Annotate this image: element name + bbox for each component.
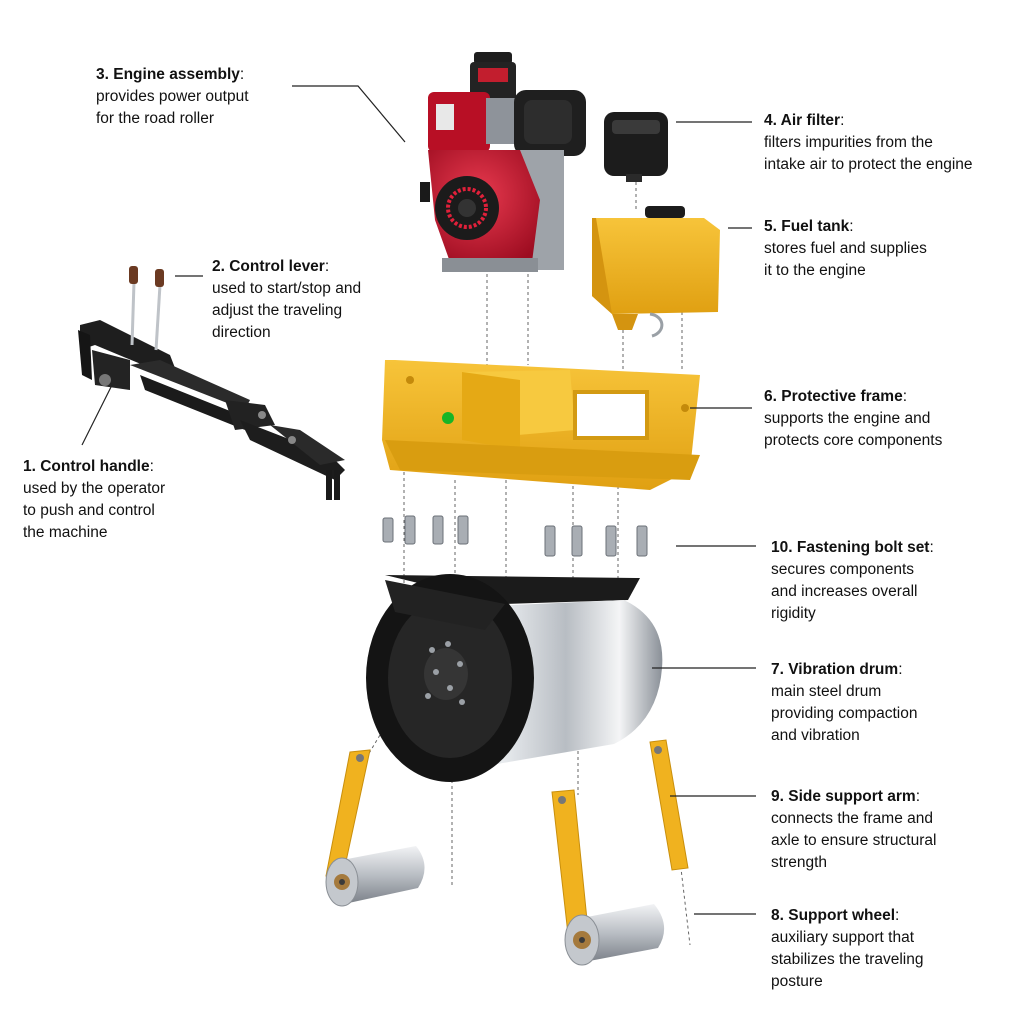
callout-desc-line: stores fuel and supplies (764, 240, 927, 257)
callout-title: 7. Vibration drum (771, 661, 899, 678)
callout-desc-line: and vibration (771, 727, 860, 744)
callout-support-wheel: 8. Support wheel: auxiliary support that… (771, 905, 924, 993)
callout-desc-line: strength (771, 854, 828, 871)
callout-desc-line: direction (212, 324, 271, 341)
callout-desc-line: provides power output (96, 88, 249, 105)
vibration-drum-part (366, 574, 663, 782)
callout-side-support-arm: 9. Side support arm: connects the frame … (771, 786, 936, 874)
callout-desc-line: to push and control (23, 502, 155, 519)
callout-desc-line: main steel drum (771, 683, 882, 700)
callout-desc-line: secures components (771, 561, 915, 578)
callout-desc-line: used to start/stop and (212, 280, 362, 297)
callout-control-lever: 2. Control lever: used to start/stop and… (212, 256, 361, 344)
callout-desc-line: protects core components (764, 432, 943, 449)
callout-desc-line: the machine (23, 524, 108, 541)
callout-title: 6. Protective frame (764, 388, 903, 405)
callout-desc-line: axle to ensure structural (771, 832, 937, 849)
callout-vibration-drum: 7. Vibration drum: main steel drum provi… (771, 659, 917, 747)
callout-title: 10. Fastening bolt set (771, 539, 930, 556)
callout-air-filter: 4. Air filter: filters impurities from t… (764, 110, 973, 176)
callout-control-handle: 1. Control handle: used by the operator … (23, 456, 165, 544)
callout-desc-line: used by the operator (23, 480, 166, 497)
callout-desc-line: for the road roller (96, 110, 215, 127)
callout-title: 4. Air filter (764, 112, 841, 129)
callout-desc-line: rigidity (771, 605, 816, 622)
callout-title: 8. Support wheel (771, 907, 896, 924)
callout-title: 3. Engine assembly (96, 66, 240, 83)
support-wheel-part (325, 846, 665, 966)
callout-desc-line: it to the engine (764, 262, 866, 279)
callout-desc-line: auxiliary support that (771, 929, 915, 946)
callout-fastening-bolt-set: 10. Fastening bolt set: secures componen… (771, 537, 934, 625)
callout-protective-frame: 6. Protective frame: supports the engine… (764, 386, 942, 452)
callout-desc-line: intake air to protect the engine (764, 156, 973, 173)
callout-title: 1. Control handle (23, 458, 150, 475)
callout-desc-line: stabilizes the traveling (771, 951, 924, 968)
engine-part (420, 52, 586, 272)
air-filter-part (604, 112, 668, 182)
callout-engine-assembly: 3. Engine assembly: provides power outpu… (96, 64, 249, 130)
protective-frame-part (382, 360, 700, 490)
control-handle-part (78, 320, 345, 500)
callout-fuel-tank: 5. Fuel tank: stores fuel and supplies i… (764, 216, 927, 282)
callout-desc-line: providing compaction (771, 705, 918, 722)
leader-lines (81, 85, 756, 915)
callout-desc-line: and increases overall (771, 583, 918, 600)
fuel-tank-part (592, 206, 720, 338)
bolt-set-part (382, 515, 648, 557)
callout-desc-line: adjust the traveling (212, 302, 343, 319)
callout-desc-line: connects the frame and (771, 810, 933, 827)
callout-title: 5. Fuel tank (764, 218, 850, 235)
callout-desc-line: supports the engine and (764, 410, 931, 427)
dashed-guides (364, 182, 691, 946)
callout-desc-line: filters impurities from the (764, 134, 933, 151)
callout-title: 9. Side support arm (771, 788, 916, 805)
callout-title: 2. Control lever (212, 258, 325, 275)
side-support-arm-part (325, 739, 689, 953)
callout-desc-line: posture (771, 973, 823, 990)
control-lever-part (129, 266, 164, 351)
